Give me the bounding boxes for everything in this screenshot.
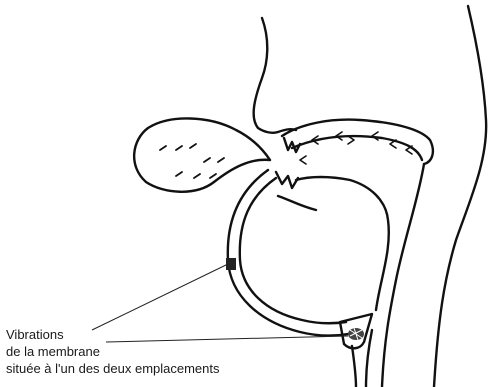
airflow-arrows-balloon: [160, 144, 224, 178]
pharynx-back-wall: [382, 164, 424, 387]
membrane-marker-stoma: [348, 328, 364, 340]
face-profile: [254, 18, 296, 133]
throat-front: [366, 330, 372, 387]
lower-teeth: [276, 172, 298, 188]
caption-line-1: Vibrations: [6, 326, 220, 343]
tongue-line: [296, 177, 389, 310]
membrane-caption: Vibrations de la membrane située à l'un …: [6, 326, 220, 377]
neck-line: [352, 346, 356, 387]
caption-line-3: située à l'un des deux emplacements: [6, 360, 220, 377]
oral-balloon: [134, 118, 270, 191]
caption-line-2: de la membrane: [6, 343, 220, 360]
tube-inner: [240, 178, 346, 323]
tongue-lower: [278, 196, 316, 210]
head-outline: [434, 6, 486, 387]
tube-outer: [228, 170, 348, 336]
